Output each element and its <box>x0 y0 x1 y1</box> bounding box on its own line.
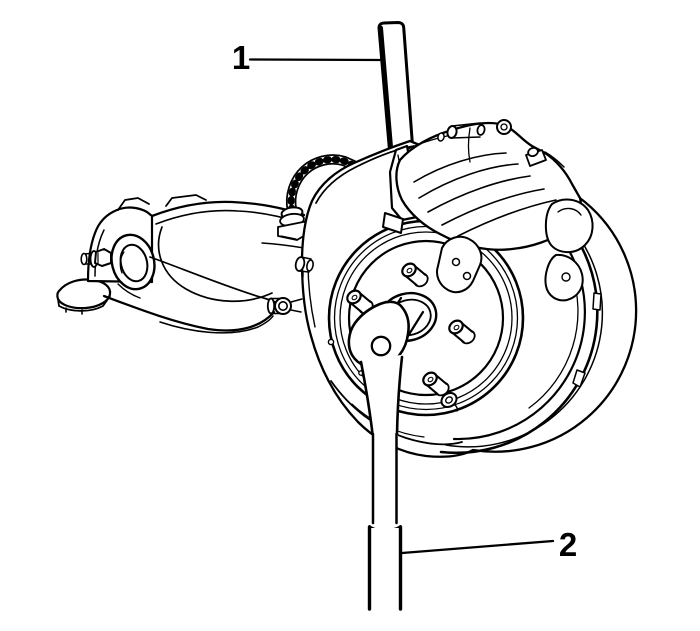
mounting-flange <box>56 278 112 315</box>
hose-segments <box>287 155 357 214</box>
caliper-fins <box>407 127 557 237</box>
callout-1: 1 <box>232 39 384 76</box>
caliper-fitting <box>525 146 565 168</box>
guide-pin-bolt <box>437 122 486 142</box>
bleeder-screw <box>496 119 512 135</box>
rim-tab <box>572 369 586 388</box>
rod-tool <box>377 21 415 158</box>
caliper-mount-tab <box>436 235 483 294</box>
joint-pin-hole <box>370 335 392 357</box>
callout-2-leader <box>400 539 555 555</box>
hose-fitting <box>277 206 313 241</box>
callout-1-label: 1 <box>232 39 250 76</box>
bushing-bolt <box>80 248 112 268</box>
wheel-studs <box>343 259 479 412</box>
rim-tab <box>592 292 602 311</box>
drum-hole <box>327 338 335 346</box>
hose-bracket <box>294 256 314 278</box>
callout-1-leader <box>248 58 384 62</box>
bushing <box>110 233 156 291</box>
universal-joint <box>347 300 410 370</box>
brake-caliper <box>382 119 594 302</box>
trailing-arm <box>56 194 306 334</box>
bracket-notch <box>117 197 150 211</box>
callout-2: 2 <box>400 526 577 563</box>
socket-extension-tool <box>347 296 425 611</box>
caliper-bracket <box>544 198 594 302</box>
extension-shaft <box>359 355 404 611</box>
cable-grommet <box>266 297 303 315</box>
callout-2-label: 2 <box>559 526 577 563</box>
wheel-stud <box>440 391 459 412</box>
brake-hose <box>277 154 359 241</box>
rod-tool-edge <box>378 25 394 156</box>
